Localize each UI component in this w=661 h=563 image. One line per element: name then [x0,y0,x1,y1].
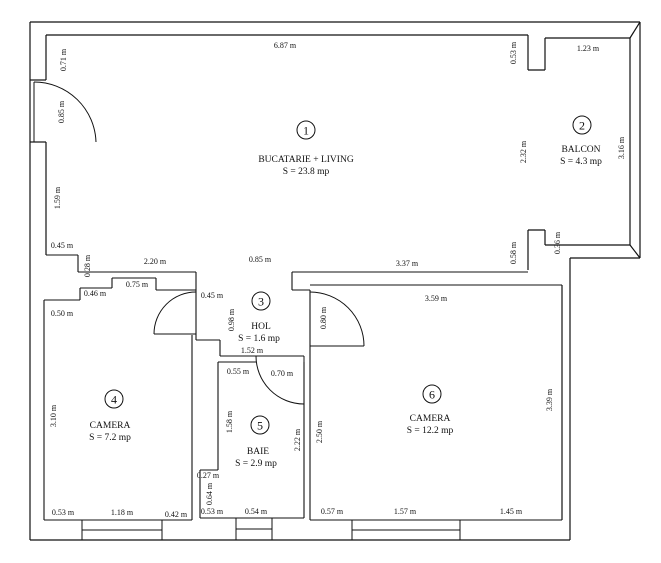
dim-bath-window: 0.54 m [245,507,268,516]
dim-room6-bottom-left: 0.57 m [321,507,344,516]
dim-room4-corner: 0.50 m [51,309,74,318]
outer-walls [29,21,641,541]
dim-room4-height: 3.10 m [49,404,58,427]
dim-bath-step: 0.27 m [197,471,220,480]
room-6-name: CAMERA [410,414,451,424]
room-2-number: 2 [579,119,585,133]
room-2-label: 2 BALCON S = 4.3 mp [560,115,602,167]
dim-room6-top: 3.59 m [425,294,448,303]
room-4-area: S = 7.2 mp [89,433,131,443]
dim-balcony-top: 1.23 m [577,44,600,53]
dim-kitchen-wall: 2.20 m [144,257,167,266]
dim-hall-depth: 0.98 m [227,308,236,331]
dim-bath-notch: 0.55 m [227,367,250,376]
dim-hall-bottom: 1.52 m [241,346,264,355]
interior-walls [43,254,562,521]
dim-room4-bottom-left: 0.53 m [52,508,75,517]
dim-bath-step-height: 0.64 m [205,482,214,505]
room-1-name: BUCATARIE + LIVING [258,155,354,165]
dim-room6-height: 3.39 m [545,388,554,411]
dim-balcony-depth: 3.16 m [617,136,626,159]
room-1-label: 1 BUCATARIE + LIVING S = 23.8 mp [258,120,354,177]
dim-niche-bottom: 0.58 m [509,241,518,264]
room-3-area: S = 1.6 mp [238,334,280,344]
dim-niche-top: 0.53 m [509,41,518,64]
dim-step-height: 0.28 m [83,254,92,277]
room-labels: 1 BUCATARIE + LIVING S = 23.8 mp 2 BALCO… [89,115,602,469]
dim-living-lower: 3.37 m [396,259,419,268]
door-swings [33,81,365,405]
dim-room4-notch: 0.46 m [84,289,107,298]
room-3-number: 3 [258,295,264,309]
dim-hall-left: 0.45 m [201,291,224,300]
dim-room6-window: 1.57 m [394,507,417,516]
dim-room6-bottom-right: 1.45 m [500,507,523,516]
room-6-area: S = 12.2 mp [407,426,454,436]
room-5-number: 5 [257,419,263,433]
dim-room6-door: 0.80 m [319,306,328,329]
dim-room4-bottom-right: 0.42 m [165,510,188,519]
dim-room4-top: 0.75 m [126,280,149,289]
room-6-marker [422,384,442,404]
dim-room4-window: 1.18 m [111,508,134,517]
room-4-marker [104,389,124,409]
room-3-label: 3 HOL S = 1.6 mp [238,291,280,344]
dimension-labels: 6.87 m 1.23 m 0.71 m 0.53 m 0.85 m 2.32 … [49,41,626,519]
room-6-label: 6 CAMERA S = 12.2 mp [407,384,454,436]
room-3-name: HOL [251,322,271,332]
dim-balcony-step: 0.36 m [553,231,562,254]
room-2-marker [572,115,592,135]
dim-bath-door: 0.70 m [271,369,294,378]
room-4-number: 4 [111,393,117,407]
dim-left-lower: 1.59 m [53,186,62,209]
dim-room6-left: 2.50 m [315,420,324,443]
room-4-name: CAMERA [90,421,131,431]
room-2-name: BALCON [561,145,600,155]
room-5-area: S = 2.9 mp [235,459,277,469]
room-1-area: S = 23.8 mp [283,167,330,177]
dim-bath-left: 1.58 m [225,410,234,433]
room-4-label: 4 CAMERA S = 7.2 mp [89,389,131,443]
room-2-area: S = 4.3 mp [560,157,602,167]
windows [81,517,461,541]
dim-step-left: 0.45 m [51,241,74,250]
dim-entry-door: 0.85 m [57,100,66,123]
room-1-marker [296,120,316,140]
room-6-number: 6 [429,388,435,402]
room-5-name: BAIE [247,447,269,457]
room-1-number: 1 [303,124,309,138]
room-3-marker [251,291,271,311]
dim-left-upper: 0.71 m [59,48,68,71]
dim-living-top: 6.87 m [274,41,297,50]
dim-bath-right: 2.22 m [293,428,302,451]
room-5-label: 5 BAIE S = 2.9 mp [235,415,277,469]
dim-balcony-opening: 2.32 m [519,140,528,163]
dim-bath-bottom-left: 0.53 m [201,507,224,516]
dim-hall-opening: 0.85 m [249,255,272,264]
room-5-marker [250,415,270,435]
